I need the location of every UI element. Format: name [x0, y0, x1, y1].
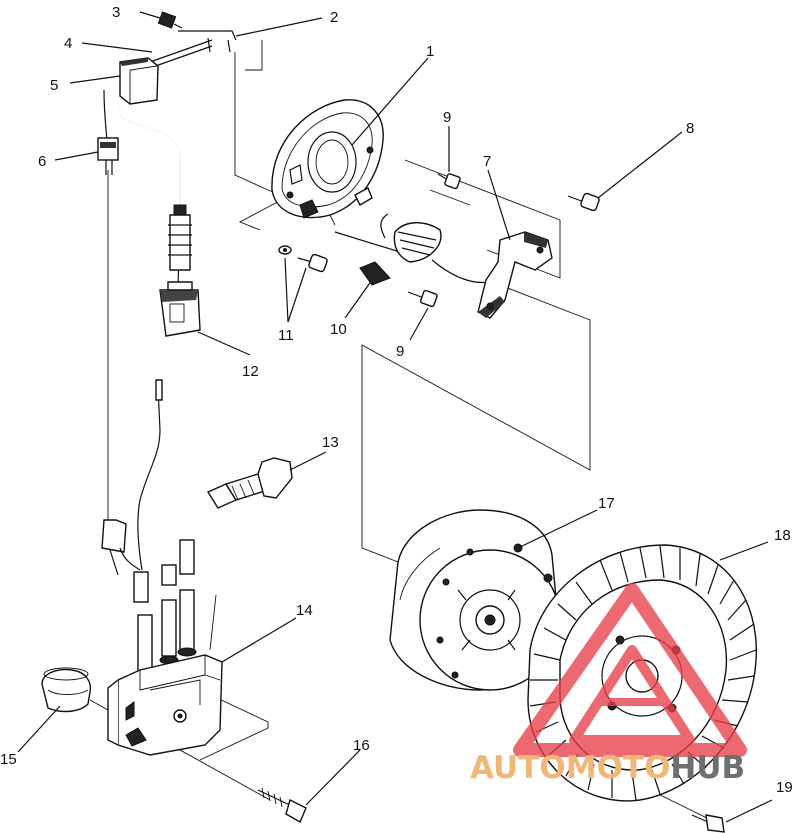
- watermark-text: AUTOMOTOHUB: [470, 750, 745, 786]
- callout-11: 11: [278, 327, 294, 344]
- callout-2: 2: [330, 9, 338, 26]
- part-13-spark-plug-cap: [206, 457, 293, 509]
- callout-19: 19: [776, 779, 793, 796]
- part-17-flywheel: [389, 509, 562, 691]
- part-14-ignition-coil: [107, 654, 223, 756]
- part-7-bracket: [477, 231, 553, 319]
- callout-12: 12: [242, 363, 259, 380]
- part-8-screw: [567, 192, 600, 212]
- leader-lines: [17, 11, 773, 823]
- part-12-connector: [159, 281, 201, 337]
- callout-6: 6: [38, 153, 46, 170]
- callout-13: 13: [322, 434, 339, 451]
- part-16-bolt: [257, 787, 307, 823]
- part-19-screw: [691, 814, 725, 833]
- callout-16: 16: [353, 737, 370, 754]
- callout-7: 7: [483, 153, 491, 170]
- callout-8: 8: [686, 120, 694, 137]
- part-15-rubber-cap: [41, 667, 92, 713]
- callout-14: 14: [296, 602, 313, 619]
- callout-5: 5: [50, 77, 58, 94]
- callout-9-lower: 9: [396, 343, 404, 360]
- callout-17: 17: [598, 495, 615, 512]
- callout-3: 3: [112, 4, 120, 21]
- part-11-screw-washer: [278, 245, 328, 273]
- part-9-screw-upper: [437, 173, 461, 190]
- watermark-text-hub: HUB: [670, 750, 745, 786]
- part-10-pickup-coil: [334, 213, 491, 286]
- watermark-logo: [513, 583, 747, 757]
- watermark-text-moto: MOTO: [566, 750, 671, 786]
- part-5-connector-block: [119, 57, 159, 105]
- callout-9-upper: 9: [443, 109, 451, 126]
- part-3-bolt: [157, 11, 183, 29]
- part-6-plug: [97, 137, 119, 161]
- watermark-text-auto: AUTO: [470, 750, 566, 786]
- callout-4: 4: [64, 35, 72, 52]
- coil-lead-wires: [101, 379, 163, 576]
- part-9-screw-lower: [407, 289, 438, 308]
- callout-15: 15: [0, 751, 17, 768]
- callout-labels: 3 2 4 5 1 6 9 8 7 11 10 9 12 13 17 18 14…: [0, 4, 793, 796]
- harness-boot: [168, 204, 192, 271]
- callout-18: 18: [774, 527, 791, 544]
- callout-1: 1: [426, 43, 434, 60]
- part-1-stator-plate: [271, 99, 384, 219]
- callout-10: 10: [330, 321, 347, 338]
